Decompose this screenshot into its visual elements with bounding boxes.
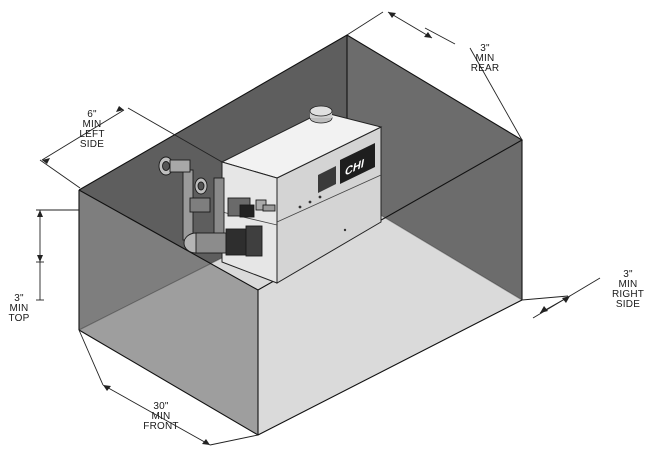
right-side-clearance-line2: SIDE (615, 299, 641, 310)
right-side-clearance-value: 3" (623, 269, 633, 280)
top-clearance-side: TOP (8, 313, 30, 324)
piping-assembly (158, 156, 276, 257)
front-clearance-side: FRONT (143, 421, 179, 432)
left-side-wall (79, 190, 258, 435)
front-clearance-label: 30" MIN FRONT (137, 402, 185, 432)
left-side-clearance-line1: LEFT (79, 129, 105, 140)
logo-plate (340, 143, 375, 184)
right-side-clearance-line1: RIGHT (611, 289, 645, 300)
front-clearance-min: MIN (151, 411, 171, 422)
unit-front-face (221, 161, 278, 284)
left-side-clearance-min: MIN (82, 119, 102, 130)
left-side-clearance-value: 6" (87, 109, 97, 120)
front-clearance-value: 30" (153, 401, 169, 412)
rear-clearance-min: MIN (475, 53, 495, 64)
left-side-clearance-label: 6" MIN LEFT SIDE (70, 110, 114, 150)
top-clearance-min: MIN (9, 303, 29, 314)
dimension-arrows (37, 12, 570, 445)
rear-clearance-value: 3" (480, 43, 490, 54)
top-clearance-label: 3" MIN TOP (0, 294, 38, 324)
right-side-clearance-label: 3" MIN RIGHT SIDE (602, 270, 654, 310)
right-side-clearance-min: MIN (618, 279, 638, 290)
top-clearance-value: 3" (14, 293, 24, 304)
left-side-clearance-line2: SIDE (79, 139, 105, 150)
rear-clearance-label: 3" MIN REAR (463, 44, 507, 74)
label-plate (318, 166, 336, 193)
right-back-wall (347, 35, 522, 300)
rear-clearance-side: REAR (470, 63, 500, 74)
